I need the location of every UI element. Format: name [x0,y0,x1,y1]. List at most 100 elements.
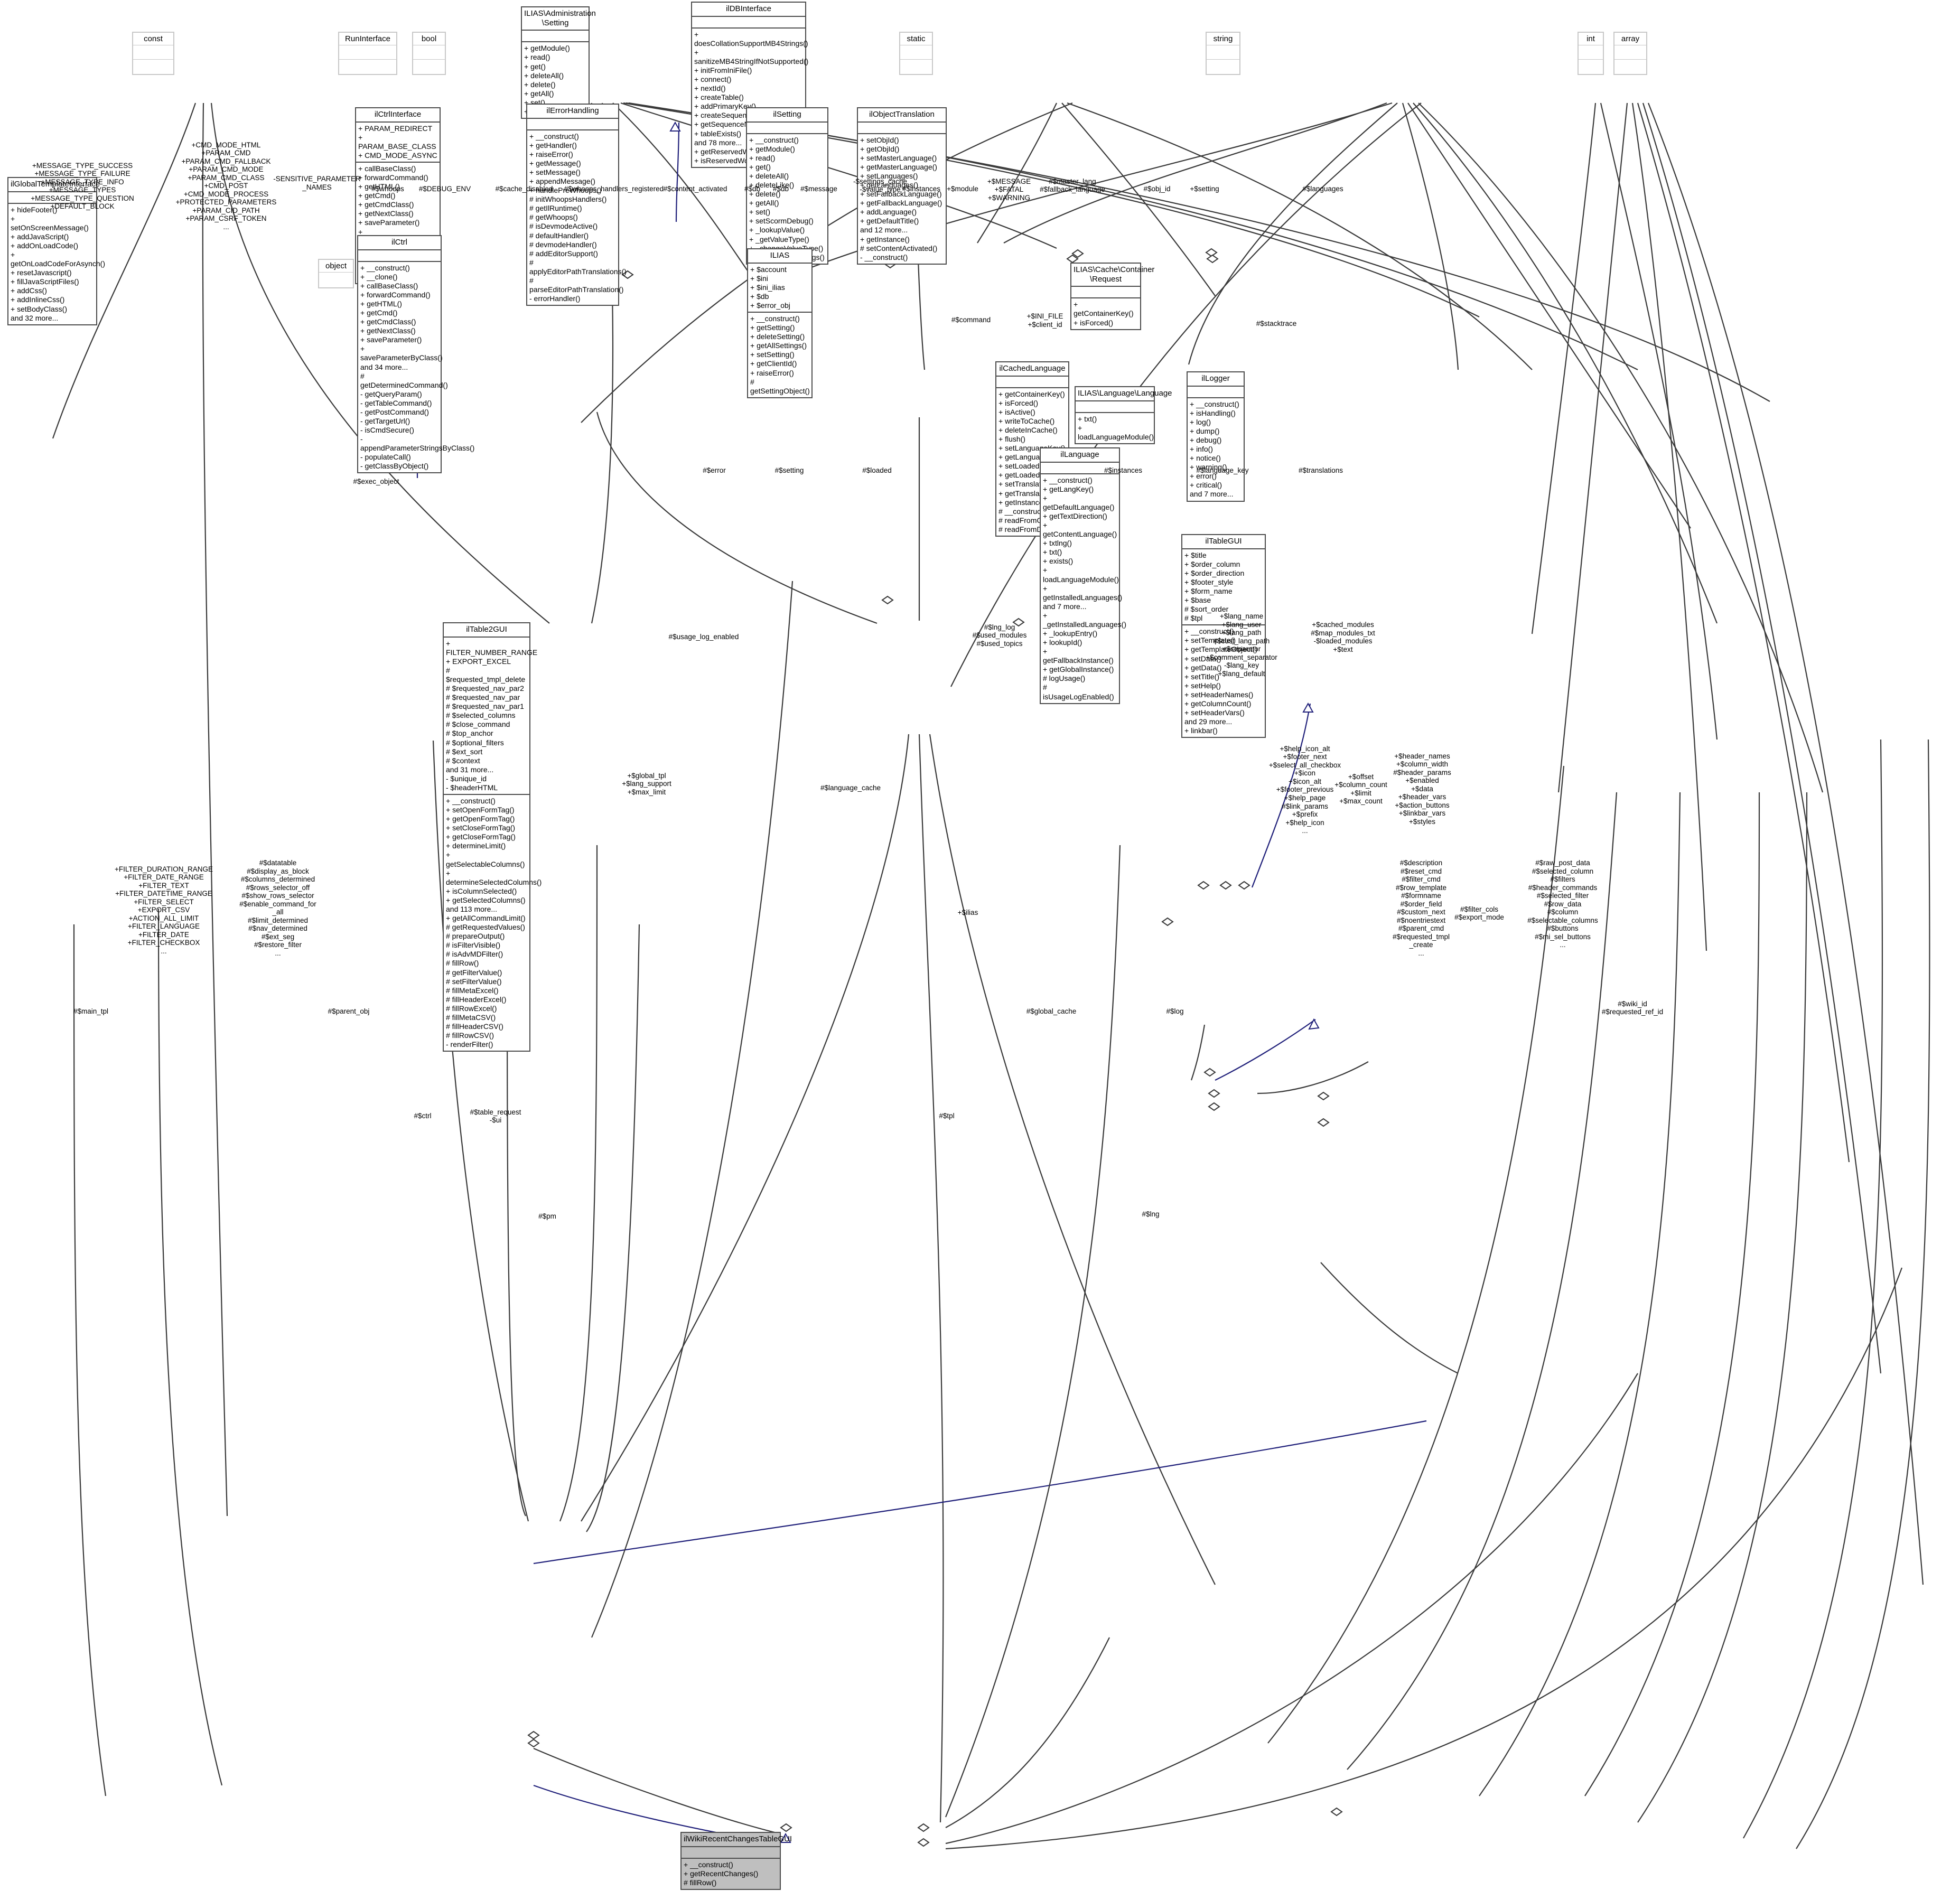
member-line: + raiseError() [750,368,794,377]
class-box-iltablegui[interactable]: ilTableGUI + $title+ $order_column+ $ord… [1181,534,1266,738]
edge-label-obj-id: #$obj_id [1143,184,1171,193]
member-line: + _getValueType() [749,235,809,244]
member-line: + setTitle() [1184,672,1219,681]
edge-label-lng2: #$lng [1142,1210,1160,1218]
class-box-ilsetting[interactable]: ilSetting + __construct()+ getModule()+ … [746,107,828,265]
member-line: + getSelectedColumns() [446,895,526,904]
member-line: + getHandler() [529,141,577,149]
node-compartment-1 [1614,45,1646,60]
member-line: - getTargetUrl() [360,417,410,426]
member-line: and 7 more... [1043,602,1087,611]
attributes-compartment [858,123,946,134]
member-line: and 34 more... [360,362,408,371]
member-line: + saveParameter() [358,218,420,227]
member-line: # devmodeHandler() [529,240,597,249]
class-title: ilGlobalTemplateInterface [8,178,100,192]
class-box-ilias-administration-setting[interactable]: ILIAS\Administration \Setting + getModul… [521,6,596,119]
member-line: and 31 more... [446,765,494,774]
class-box-illanguage[interactable]: ilLanguage + __construct()+ getLangKey()… [1040,447,1126,704]
class-title: ilTableGUI [1182,535,1265,549]
member-line: + lookupId() [1043,638,1082,647]
methods-compartment: + __construct()+ setTemplate()+ getTempl… [1182,625,1265,737]
member-line: + getTemplateObject() [1184,645,1258,654]
member-line: + setSetting() [750,350,795,359]
class-box-ilglobaltemplateinterface[interactable]: ilGlobalTemplateInterface + hideFooter()… [7,177,105,325]
type-node-int: int [1578,32,1604,75]
edge-label-languages: #$languages [1302,184,1343,193]
class-title: ilCtrl [358,236,441,250]
class-box-ilobjecttranslation[interactable]: ilObjectTranslation + setObjId()+ getObj… [857,107,947,265]
node-compartment-2 [1614,60,1646,73]
member-line: # setContentActivated() [860,244,938,252]
member-line: + getCloseFormTag() [446,832,516,841]
member-line: + determineSelectedColumns() [446,868,542,886]
member-line: + deleteLike() [749,181,795,190]
edge-label-db1: #$db [744,184,761,193]
member-line: + deleteAll() [749,172,789,180]
class-box-ilwikirecentchangestablegui[interactable]: ilWikiRecentChangesTableGUI + __construc… [680,1832,792,1890]
member-line: + getCmdClass() [360,317,416,326]
member-line: + setHelp() [1184,681,1221,690]
edge-label-message-fatal: +$MESSAGE +$FATAL +$WARNING [987,177,1031,202]
edge-label-module: +$module [947,184,978,193]
member-line: + saveParameterByClass() [360,344,443,362]
edge-label-cmd-params: +CMD_MODE_HTML +PARAM_CMD +PARAM_CMD_FAL… [175,141,277,231]
member-line: - getClassByObject() [360,462,429,471]
edge-label-master-lang: #$master_lang #$fallback_language [1040,177,1105,194]
attributes-compartment: + PARAM_REDIRECT+ PARAM_BASE_CLASS+ CMD_… [356,123,440,163]
class-box-iltable2gui[interactable]: ilTable2GUI + FILTER_NUMBER_RANGE+ EXPOR… [443,622,542,1052]
methods-compartment: + setObjId()+ getObjId()+ setMasterLangu… [858,134,946,264]
edge-label-cache-disabled: #$cache_disabled [495,184,553,193]
member-line: + handlePreWhoops() [529,186,602,195]
edge-label-filter-consts: +FILTER_DURATION_RANGE +FILTER_DATE_RANG… [115,865,213,955]
member-line: # fillHeaderExcel() [446,995,507,1004]
member-line: - populateCall() [360,453,411,462]
member-line: - getTableCommand() [360,398,432,407]
member-line: + $base [1184,596,1211,605]
type-node-label: object [319,260,353,273]
edge-label-settings-cache: -$settings_cache -$value_type [853,177,908,194]
class-box-illogger[interactable]: ilLogger + __construct()+ isHandling()+ … [1187,371,1245,502]
member-line: + __construct() [1190,399,1239,408]
class-box-ilias[interactable]: ILIAS + $account+ $ini+ $ini_ilias+ $db+… [747,248,813,398]
member-line: + __clone() [360,272,398,281]
attributes-compartment [522,31,589,43]
edge-label-cached-modules: +$cached_modules #$map_modules_txt -$loa… [1311,621,1375,653]
edge-label-exec-object: #$exec_object [353,477,399,485]
member-line: + getModule() [749,144,795,153]
member-line: - isCmdSecure() [360,426,414,435]
class-box-ilias-cache-container-request[interactable]: ILIAS\Cache\Container \Request + getCont… [1070,263,1154,330]
member-line: - $unique_id [446,774,487,783]
edge-label-datatable: #$datatable #$display_as_block #$columns… [239,859,316,957]
member-line: + setScormDebug() [749,217,814,226]
type-node-object: object [318,259,354,288]
class-box-ilerrorhandling[interactable]: ilErrorHandling + __construct()+ getHand… [526,104,627,306]
member-line: # readFromDB() [998,525,1052,534]
member-line: # fillRow() [684,1878,717,1887]
member-line: + __construct() [750,314,800,323]
class-box-ilctrl[interactable]: ilCtrl + __construct()+ __clone()+ callB… [357,235,474,474]
methods-compartment: + __construct()+ isHandling()+ log()+ du… [1188,398,1244,501]
type-node-label: array [1614,33,1646,45]
member-line: + getContainerKey() [1074,300,1134,318]
node-compartment-2 [133,60,173,73]
member-line: + CMD_MODE_ASYNC [358,151,437,160]
member-line: + log() [1190,417,1211,426]
member-line: + read() [524,53,550,62]
member-line: + isColumnSelected() [446,886,517,895]
member-line: + callBaseClass() [360,281,418,290]
node-compartment-2 [900,60,932,73]
member-line: # defaultHandler() [529,231,589,240]
member-line: + getAll() [524,89,554,98]
member-line: + deleteAll() [524,71,564,80]
edge-label-instances1: #$instances [902,184,941,193]
edge-label-raw-post-data: #$raw_post_data #$selected_column #$filt… [1527,859,1598,949]
methods-compartment: + __construct()+ getLangKey()+ getDefaul… [1041,474,1126,703]
member-line: + getContentLanguage() [1043,521,1117,539]
member-line: # fillRowCSV() [446,1031,494,1040]
member-line: + setOnScreenMessage() [11,214,89,232]
member-line: + sanitizeMB4StringIfNotSupported() [694,48,809,65]
class-box-ilcachedlanguage[interactable]: ilCachedLanguage + getContainerKey()+ is… [995,361,1069,537]
class-box-ilias-language-language[interactable]: ILIAS\Language\Language + txt()+ loadLan… [1075,386,1172,444]
node-compartment-1 [1207,45,1239,60]
